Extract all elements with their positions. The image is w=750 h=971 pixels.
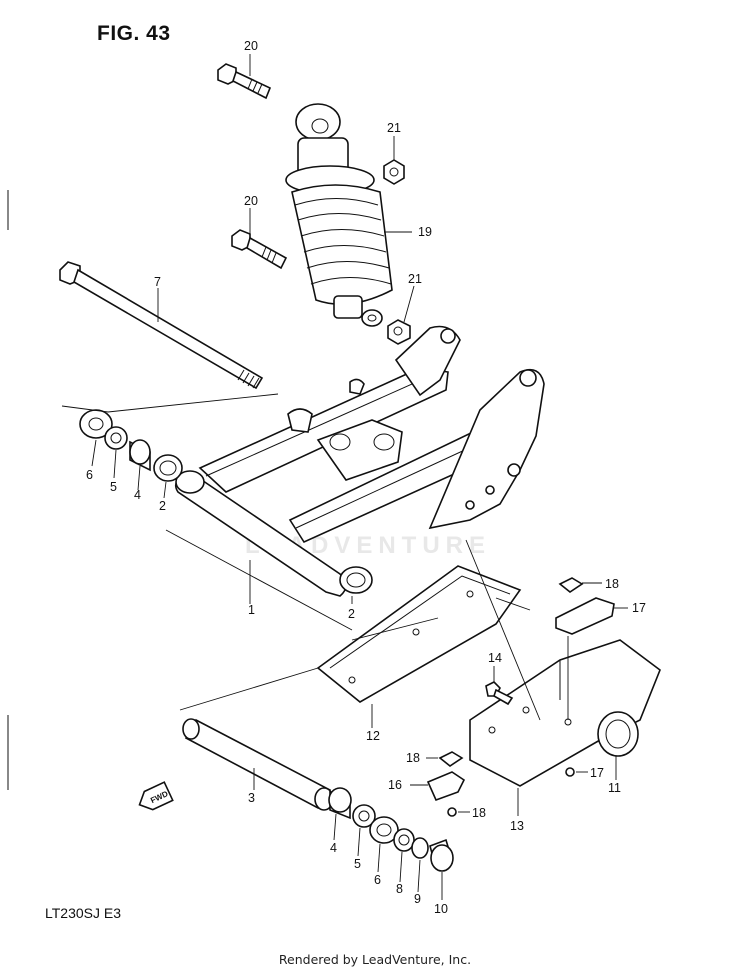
callout-19: 19 <box>418 225 432 239</box>
callout-15: 16 <box>388 778 402 792</box>
callout-17-left: 18 <box>472 806 486 820</box>
callout-20-upper: 20 <box>244 39 258 53</box>
bolt-part-14 <box>485 681 514 706</box>
tube-part-3 <box>182 718 334 811</box>
callout-20-lower: 20 <box>244 194 258 208</box>
callout-21-lower: 21 <box>408 272 422 286</box>
nut-part-21-upper <box>383 159 405 185</box>
callout-8: 8 <box>396 882 403 896</box>
guard-plate-part-12 <box>316 565 522 703</box>
ring-part-9 <box>411 837 429 859</box>
callout-17-right: 17 <box>590 766 604 780</box>
callout-2-left: 2 <box>159 499 166 513</box>
callout-13: 13 <box>510 819 524 833</box>
callout-18-upper: 18 <box>605 577 619 591</box>
screw-part-17-right <box>565 767 575 777</box>
callout-5-lower: 5 <box>354 857 361 871</box>
fwd-arrow-icon: FWD <box>138 781 174 811</box>
bearing-part-2-right <box>339 566 373 594</box>
callout-1: 1 <box>248 603 255 617</box>
spacer-part-4-upper <box>129 439 151 472</box>
sleeve-part-11 <box>597 711 639 757</box>
callout-16: 17 <box>632 601 646 615</box>
chain-case-part-13 <box>469 639 661 787</box>
washer-part-5-lower <box>352 804 376 828</box>
callout-21-upper: 21 <box>387 121 401 135</box>
callout-6-lower: 6 <box>374 873 381 887</box>
model-code: LT230SJ E3 <box>45 905 122 921</box>
cap-part-10 <box>429 838 454 872</box>
leader-lines <box>61 54 628 900</box>
spacer-part-4-lower <box>328 787 352 820</box>
pivot-shaft-part-7 <box>59 261 264 390</box>
washer-part-5-upper <box>104 426 128 450</box>
callout-4-lower: 4 <box>330 841 337 855</box>
swing-arm-part-1 <box>174 325 545 597</box>
callout-12: 12 <box>366 729 380 743</box>
callout-9: 9 <box>414 892 421 906</box>
callout-6-upper: 6 <box>86 468 93 482</box>
callout-14: 14 <box>488 651 502 665</box>
nut-part-21-lower <box>387 319 411 345</box>
bolt-part-20-lower <box>231 229 288 270</box>
oil-seal-part-6-lower <box>369 816 399 844</box>
callout-2-right: 2 <box>348 607 355 621</box>
screw-part-17-left <box>447 807 457 817</box>
callout-5-upper: 5 <box>110 480 117 494</box>
callout-11: 11 <box>608 781 621 795</box>
bracket-part-16 <box>555 597 615 635</box>
bracket-part-15 <box>426 771 466 802</box>
callout-18-lower: 18 <box>406 751 420 765</box>
washer-part-8 <box>393 828 415 852</box>
shock-absorber-part-19 <box>285 103 393 327</box>
callout-4-upper: 4 <box>134 488 141 502</box>
callout-labels: 20 21 19 20 21 7 6 5 4 2 1 2 12 3 4 5 6 … <box>86 39 646 916</box>
figure-title: FIG. 43 <box>97 22 171 45</box>
callout-7: 7 <box>154 275 161 289</box>
callout-10: 10 <box>434 902 448 916</box>
bearing-part-2-left <box>153 454 183 482</box>
bolt-part-20-upper <box>217 63 272 100</box>
nut-part-18-lower <box>438 751 464 767</box>
nut-part-18-upper <box>558 577 584 593</box>
footer-credit: Rendered by LeadVenture, Inc. <box>278 952 472 967</box>
callout-3: 3 <box>248 791 255 805</box>
